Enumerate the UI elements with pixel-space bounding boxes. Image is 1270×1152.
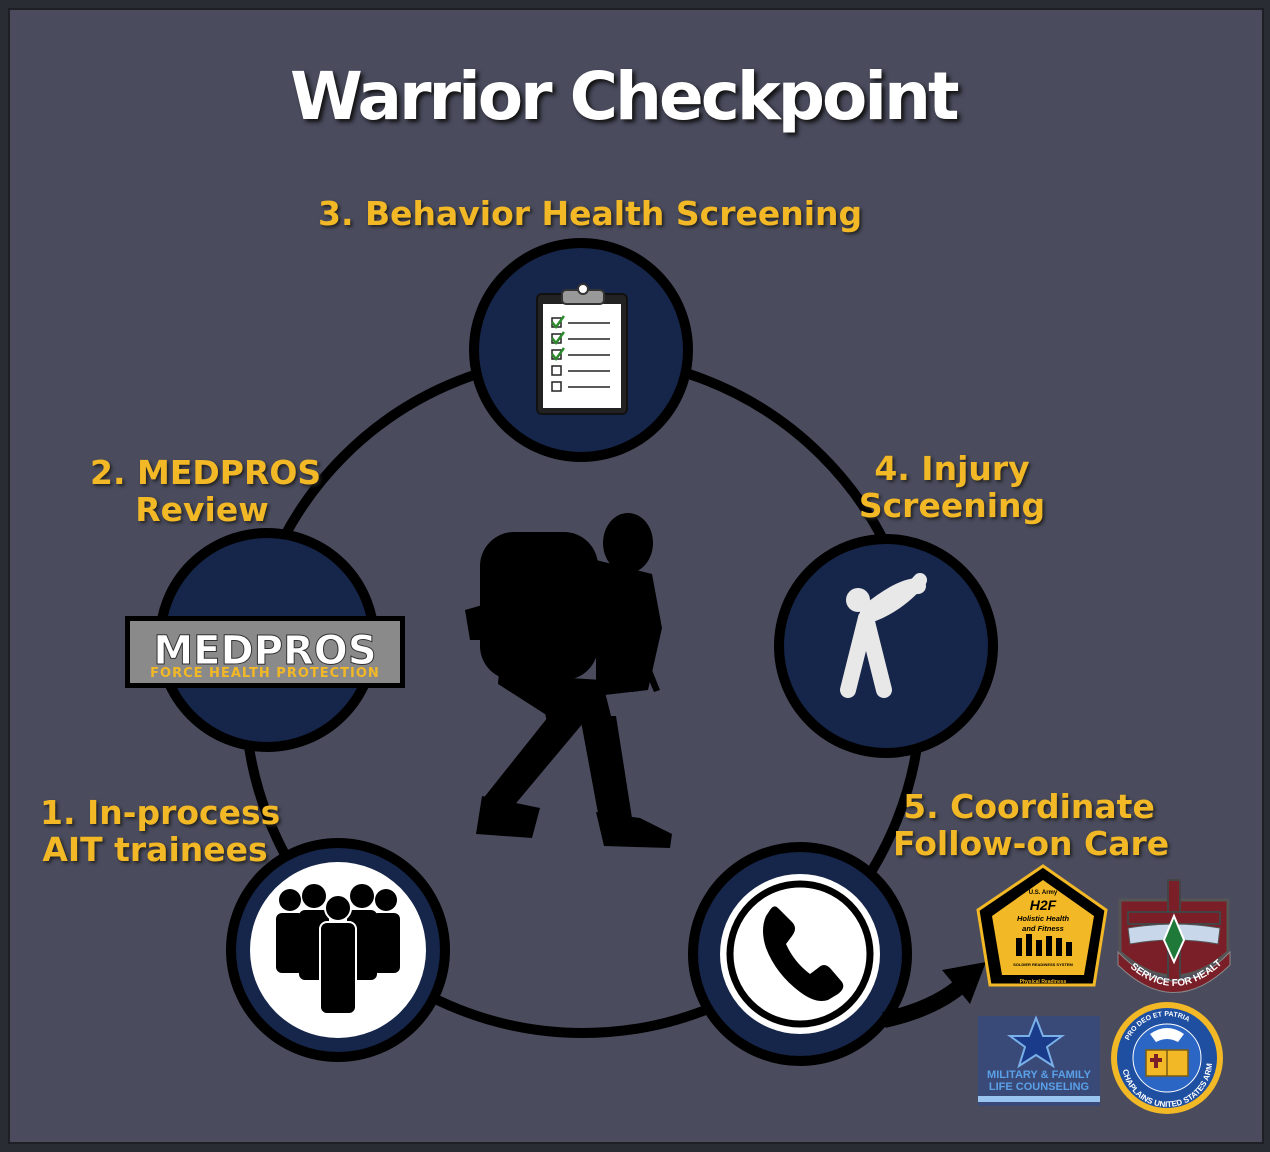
node-injury-screening	[774, 534, 998, 758]
mflc-logo: MILITARY & FAMILY LIFE COUNSELING	[978, 1015, 1100, 1106]
h2f-subtitle: SOLDIER READINESS SYSTEM	[1013, 962, 1073, 967]
group-of-people-icon	[276, 884, 400, 1015]
step-4-line1: 4. Injury	[874, 449, 1030, 488]
node-in-process	[226, 838, 450, 1062]
step-4-label: 4. Injury Screening	[856, 450, 1048, 524]
step-5-line2: Follow-on Care	[893, 824, 1170, 863]
mflc-line1: MILITARY & FAMILY	[987, 1069, 1092, 1081]
node-behavior-health	[469, 238, 693, 462]
step-5-line1: 5. Coordinate	[903, 787, 1155, 826]
h2f-logo: U.S. Army H2F Holistic Health and Fitnes…	[976, 864, 1108, 987]
step-3-text: 3. Behavior Health Screening	[318, 194, 863, 233]
step-1-line1: 1. In-process	[40, 793, 281, 832]
h2f-line2: and Fitness	[1022, 924, 1064, 933]
medpros-logo: MEDPROS FORCE HEALTH PROTECTION	[125, 616, 405, 688]
mflc-line2: LIFE COUNSELING	[989, 1081, 1089, 1093]
h2f-bottom-text: Physical Readiness	[1020, 979, 1067, 985]
h2f-title: H2F	[1030, 897, 1057, 913]
medpros-logo-subtext: FORCE HEALTH PROTECTION	[150, 666, 380, 681]
node-follow-on-care	[688, 842, 912, 1066]
step-3-label: 3. Behavior Health Screening	[318, 195, 862, 232]
step-2-line2: Review	[135, 490, 269, 529]
step-2-label: 2. MEDPROS Review	[90, 453, 322, 529]
telephone-icon	[763, 906, 844, 1001]
node-medpros: MEDPROS FORCE HEALTH PROTECTION	[125, 528, 405, 752]
step-1-line2: AIT trainees	[42, 830, 268, 869]
arrow-to-resources-icon	[882, 962, 986, 1028]
step-1-label: 1. In-process AIT trainees	[40, 793, 281, 869]
stretching-figure-icon	[840, 573, 927, 698]
step-5-label: 5. Coordinate Follow-on Care	[893, 787, 1170, 863]
medpros-logo-text: MEDPROS	[153, 628, 376, 674]
page-title: Warrior Checkpoint	[290, 58, 960, 135]
h2f-line1: Holistic Health	[1017, 914, 1070, 923]
soldier-silhouette	[465, 513, 672, 848]
clipboard-checklist-icon	[536, 283, 628, 415]
step-4-line2: Screening	[858, 486, 1046, 525]
h2f-top-text: U.S. Army	[1029, 890, 1058, 896]
step-2-line1: 2. MEDPROS	[90, 453, 322, 492]
